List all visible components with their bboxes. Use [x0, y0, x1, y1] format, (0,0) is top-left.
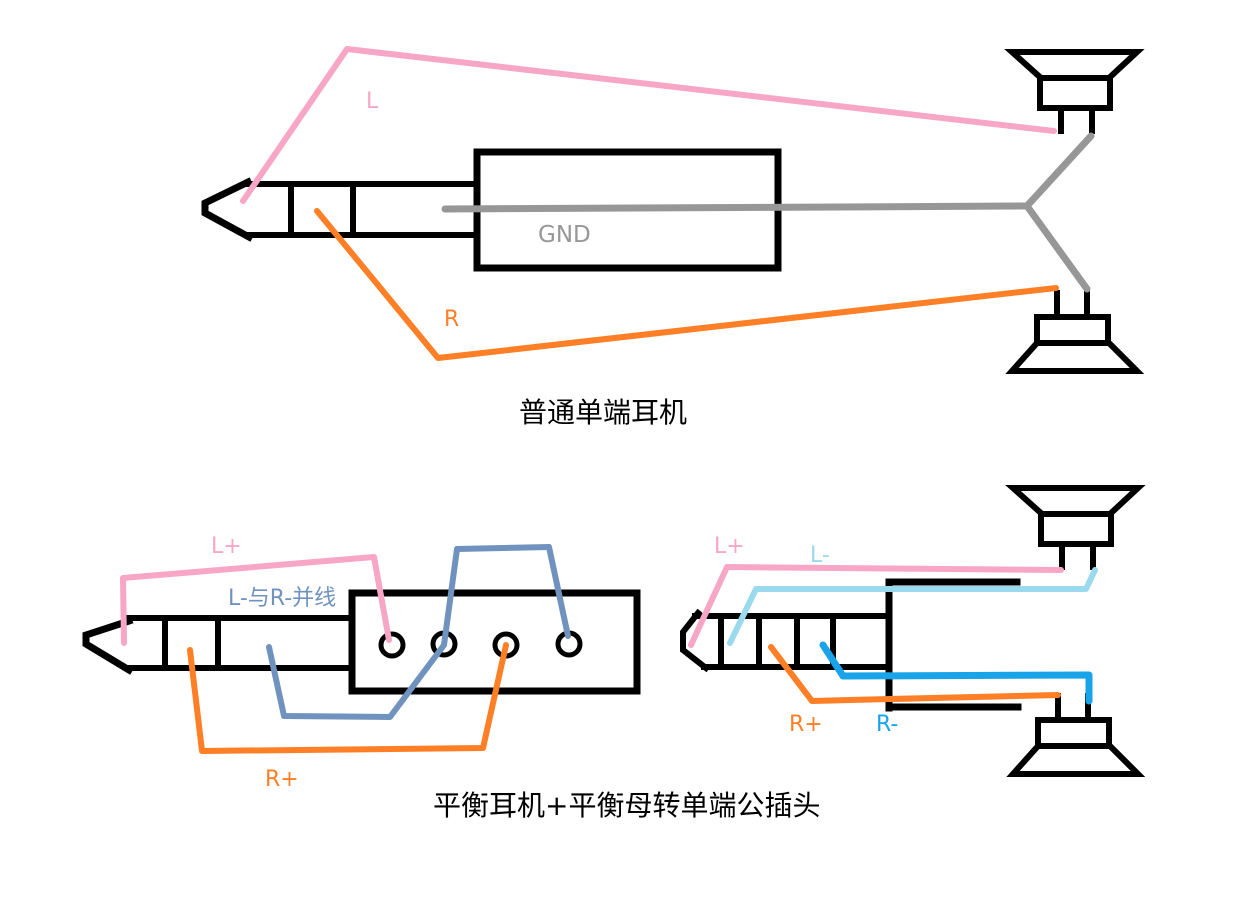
single-ended-headphone-diagram: L R GND 普通单端耳机 [201, 46, 1137, 429]
balanced-adapter-diagram: L+ L-与R-并线 R+ [82, 534, 641, 792]
label-right-positive: R+ [265, 767, 299, 792]
label-shared-negative: L-与R-并线 [228, 586, 336, 611]
label-left-negative: L- [810, 543, 830, 568]
right-speaker-icon [1013, 693, 1138, 774]
label-left-positive: L+ [211, 534, 242, 559]
plug-tip [680, 608, 711, 673]
left-speaker-icon [1012, 52, 1137, 134]
right-positive-wire [768, 644, 1061, 704]
ground-wire [441, 132, 1095, 293]
plug-tip [201, 177, 254, 242]
right-speaker-icon [1012, 290, 1137, 371]
left-positive-wire [688, 564, 1064, 648]
shared-negative-wire [266, 544, 571, 720]
left-negative-wire [727, 567, 1098, 646]
left-speaker-icon [1013, 488, 1138, 570]
right-negative-wire [819, 641, 1093, 705]
right-positive-wire [187, 642, 509, 754]
label-right-negative: R- [876, 712, 898, 737]
right-wire [314, 208, 1059, 361]
label-left-channel: L [366, 89, 379, 114]
single-ended-caption: 普通单端耳机 [519, 396, 687, 429]
balanced-caption: 平衡耳机+平衡母转单端公插头 [433, 789, 820, 822]
plug-tip [82, 616, 134, 675]
adapter-socket-hole [378, 631, 406, 659]
label-right-positive: R+ [789, 712, 823, 737]
label-left-positive: L+ [714, 534, 745, 559]
balanced-plug-diagram: L+ L- R+ R- 平衡耳机+平衡母转单端公插头 [433, 488, 1138, 822]
left-positive-wire [120, 554, 392, 646]
label-right-channel: R [444, 307, 459, 332]
label-ground: GND [538, 222, 591, 248]
left-wire [240, 46, 1057, 204]
